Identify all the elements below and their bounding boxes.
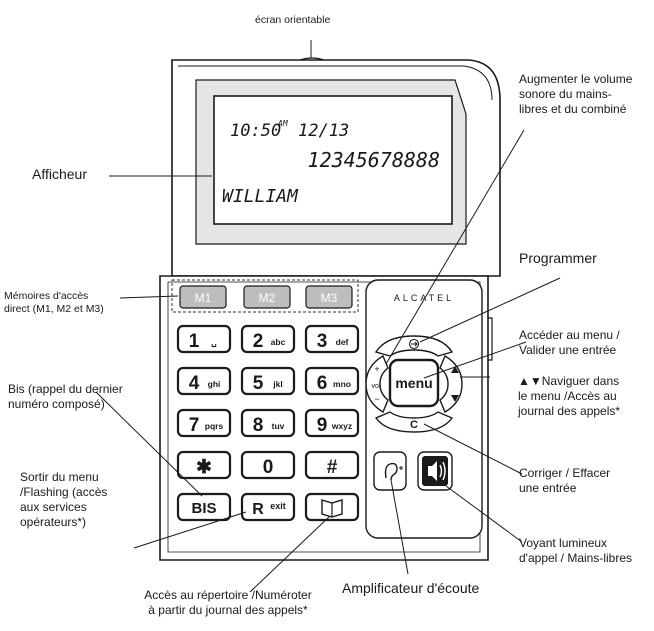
volume-label: vol <box>372 383 381 390</box>
digit-key-main-label: 4 <box>189 373 200 394</box>
digit-key-main-label: 0 <box>263 457 274 478</box>
menu-key-label: menu <box>395 375 432 391</box>
label-exit-flash: Sortir du menu /Flashing (accès aux serv… <box>20 470 108 529</box>
memory-key-m1[interactable]: M1 <box>179 285 227 309</box>
label-menu-access: Accéder au menu / Valider une entrée <box>519 328 620 357</box>
memory-keys: M1 M2 M3 <box>171 279 359 313</box>
digit-key-letters-label: abc <box>271 337 286 347</box>
digit-key-main-label: 7 <box>189 415 200 436</box>
digit-key-5[interactable]: 5 jkl <box>240 366 296 396</box>
digit-key-main-label: # <box>327 457 338 478</box>
digit-key-main-label: 6 <box>317 373 328 394</box>
speaker-key[interactable] <box>417 451 453 491</box>
bis-key[interactable]: BIS <box>176 492 232 522</box>
digit-key-2[interactable]: 2 abc <box>240 324 296 354</box>
amplifier-key[interactable] <box>373 451 407 491</box>
digit-key-3[interactable]: 3 def <box>304 324 360 354</box>
lcd-name: WILLIAM <box>222 186 299 207</box>
nav-cluster: + vol − menu C <box>365 335 463 433</box>
digit-key-4[interactable]: 4 ghi <box>176 366 232 396</box>
label-display: Afficheur <box>32 166 87 182</box>
volume-key[interactable]: + vol − <box>365 354 389 414</box>
lcd-time: 10:50 <box>230 121 281 141</box>
lcd-number: 12345678888 <box>308 148 440 172</box>
program-icon <box>408 338 420 350</box>
digit-key-letters-label: jkl <box>272 379 282 389</box>
digit-key-main-label: 5 <box>253 373 264 394</box>
r-key-label: R <box>252 501 264 518</box>
digit-key-letters-label: def <box>336 337 349 347</box>
label-navigate: ▲▼Naviguer dans le menu /Accès au journa… <box>518 374 621 418</box>
memory-key-label: M1 <box>195 291 212 305</box>
label-phonebook: Accès au répertoire /Numéroter à partir … <box>144 588 312 617</box>
label-light: Voyant lumineux d'appel / Mains-libres <box>519 536 633 565</box>
label-redial: Bis (rappel du dernier numéro composé) <box>8 382 123 411</box>
arrow-up-icon <box>451 366 459 373</box>
memory-key-m2[interactable]: M2 <box>243 285 291 309</box>
digit-key-letters-label: wxyz <box>331 421 352 431</box>
lcd-date: 12/13 <box>298 121 349 141</box>
digit-key-10[interactable]: ✱ <box>176 450 232 480</box>
label-amplifier: Amplificateur d'écoute <box>342 580 480 596</box>
menu-key[interactable]: menu <box>388 358 440 408</box>
digit-key-1[interactable]: 1␣ <box>176 324 232 354</box>
digit-key-12[interactable]: # <box>304 450 360 480</box>
lcd-ampm: AM <box>277 119 289 128</box>
digit-key-letters-label: mno <box>333 379 351 389</box>
exit-key-label: exit <box>270 501 286 511</box>
digit-key-main-label: 3 <box>317 331 328 352</box>
digit-key-7[interactable]: 7 pqrs <box>176 408 232 438</box>
label-program: Programmer <box>519 250 597 266</box>
ear-amplifier-icon <box>384 462 403 481</box>
memory-key-label: M3 <box>321 291 338 305</box>
program-key[interactable] <box>374 335 454 357</box>
c-key-label: C <box>410 419 418 431</box>
digit-key-main-label: ✱ <box>196 457 212 478</box>
digit-key-8[interactable]: 8 tuv <box>240 408 296 438</box>
memory-key-label: M2 <box>259 291 276 305</box>
c-key[interactable]: C <box>374 411 454 433</box>
speaker-icon <box>428 461 446 481</box>
digit-key-6[interactable]: 6 mno <box>304 366 360 396</box>
bis-key-label: BIS <box>191 500 216 517</box>
leader-lines <box>95 40 561 593</box>
label-memories: Mémoires d'accès direct (M1, M2 et M3) <box>4 290 104 316</box>
digit-key-main-label: 9 <box>317 415 328 436</box>
lcd-screen <box>213 95 453 225</box>
digit-key-letters-label: pqrs <box>205 421 224 431</box>
brand-logo: ALCATEL <box>394 293 454 303</box>
digit-key-main-label: 8 <box>253 415 264 436</box>
volume-plus-label: + <box>374 364 379 374</box>
label-volume-up: Augmenter le volume sonore du mains- lib… <box>519 72 633 116</box>
digit-key-letters-label: tuv <box>272 421 285 431</box>
digit-key-letters-label: ␣ <box>211 337 217 348</box>
label-correct: Corriger / Effacer une entrée <box>519 466 611 495</box>
digit-key-11[interactable]: 0 <box>240 450 296 480</box>
book-icon <box>321 499 343 518</box>
phonebook-key[interactable] <box>304 492 360 522</box>
arrow-down-icon <box>451 395 459 402</box>
memory-key-m3[interactable]: M3 <box>305 285 353 309</box>
digit-key-main-label: 1 <box>189 331 200 352</box>
r-exit-key[interactable]: R exit <box>240 492 296 522</box>
digit-key-letters-label: ghi <box>208 379 221 389</box>
label-screen-tilt: écran orientable <box>255 14 331 26</box>
lcd-content: 10:50 AM 12/13 12345678888 WILLIAM <box>222 119 440 207</box>
digit-key-main-label: 2 <box>253 331 264 352</box>
volume-minus-label: − <box>374 394 379 404</box>
